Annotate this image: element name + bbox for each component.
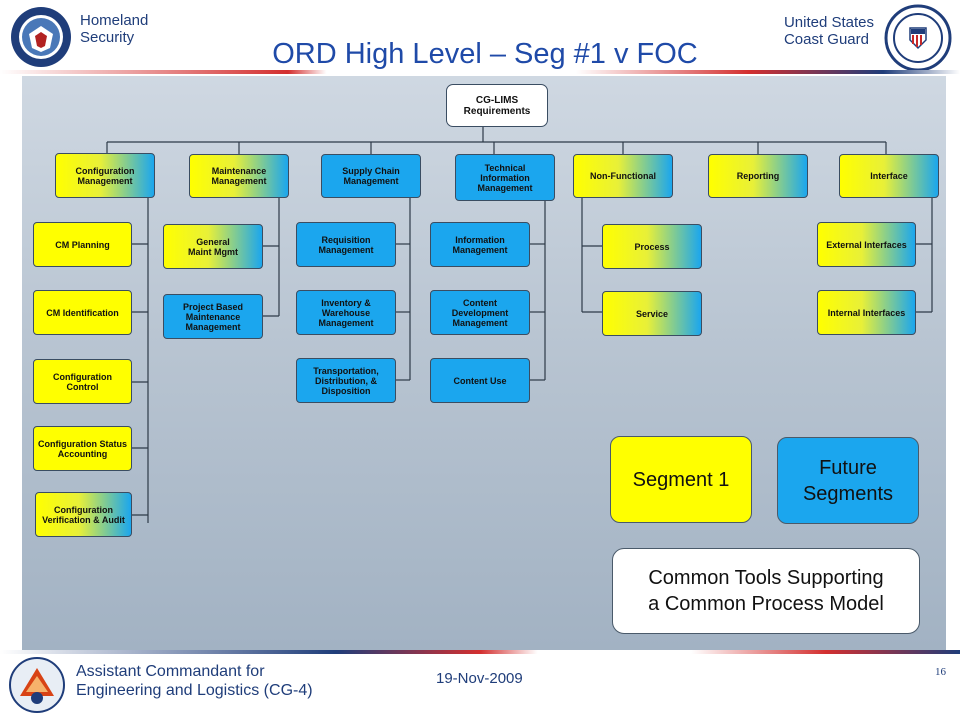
uscg-seal-logo bbox=[884, 4, 952, 72]
item-requisition-management: Requisition Management bbox=[296, 222, 396, 267]
item-inventory-warehouse-management: Inventory & Warehouse Management bbox=[296, 290, 396, 335]
footer-date: 19-Nov-2009 bbox=[436, 670, 523, 687]
dhs-org-name: Homeland Security bbox=[80, 12, 148, 46]
category-reporting: Reporting bbox=[708, 154, 808, 198]
footer-org-line1: Assistant Commandant for bbox=[76, 663, 265, 680]
cg4-emblem-logo bbox=[9, 657, 65, 713]
page-number: 16 bbox=[935, 666, 946, 678]
diagram-panel: CG-LIMS Requirements Configuration Manag… bbox=[22, 76, 946, 650]
root-node: CG-LIMS Requirements bbox=[446, 84, 548, 127]
legend-future-segments: Future Segments bbox=[777, 437, 919, 524]
footer-org-line2: Engineering and Logistics (CG-4) bbox=[76, 682, 313, 699]
footer-divider bbox=[0, 650, 960, 654]
uscg-org-name: United States Coast Guard bbox=[784, 14, 874, 48]
slide-title: ORD High Level – Seg #1 v FOC bbox=[272, 38, 698, 70]
item-content-use: Content Use bbox=[430, 358, 530, 403]
footer-org: Assistant Commandant for Engineering and… bbox=[76, 662, 313, 700]
category-supply-chain-management: Supply Chain Management bbox=[321, 154, 421, 198]
dhs-org-line2: Security bbox=[80, 29, 135, 46]
uscg-org-line2: Coast Guard bbox=[783, 31, 869, 48]
connector-lines bbox=[106, 127, 933, 523]
category-maintenance-management: Maintenance Management bbox=[189, 154, 289, 198]
item-general-maint-mgmt: General Maint Mgmt bbox=[163, 224, 263, 269]
item-service: Service bbox=[602, 291, 702, 336]
item-cm-planning: CM Planning bbox=[33, 222, 132, 267]
item-process: Process bbox=[602, 224, 702, 269]
category-technical-information-management: Technical Information Management bbox=[455, 154, 555, 201]
item-cm-identification: CM Identification bbox=[33, 290, 132, 335]
dhs-org-line1: Homeland bbox=[80, 12, 149, 29]
item-transportation-distribution-disposition: Transportation, Distribution, & Disposit… bbox=[296, 358, 396, 403]
legend-segment-1: Segment 1 bbox=[610, 436, 752, 523]
item-configuration-control: Configuration Control bbox=[33, 359, 132, 404]
category-interface: Interface bbox=[839, 154, 939, 198]
item-content-development-management: Content Development Management bbox=[430, 290, 530, 335]
item-project-based-maintenance: Project Based Maintenance Management bbox=[163, 294, 263, 339]
item-internal-interfaces: Internal Interfaces bbox=[817, 290, 916, 335]
dhs-seal-logo bbox=[11, 7, 71, 67]
category-configuration-management: Configuration Management bbox=[55, 153, 155, 198]
legend-common-tools: Common Tools Supporting a Common Process… bbox=[612, 548, 920, 634]
item-external-interfaces: External Interfaces bbox=[817, 222, 916, 267]
item-configuration-verification-audit: Configuration Verification & Audit bbox=[35, 492, 132, 537]
uscg-org-line1: United States bbox=[783, 14, 874, 31]
header-divider bbox=[0, 70, 960, 74]
category-non-functional: Non-Functional bbox=[573, 154, 673, 198]
item-configuration-status-accounting: Configuration Status Accounting bbox=[33, 426, 132, 471]
item-information-management: Information Management bbox=[430, 222, 530, 267]
